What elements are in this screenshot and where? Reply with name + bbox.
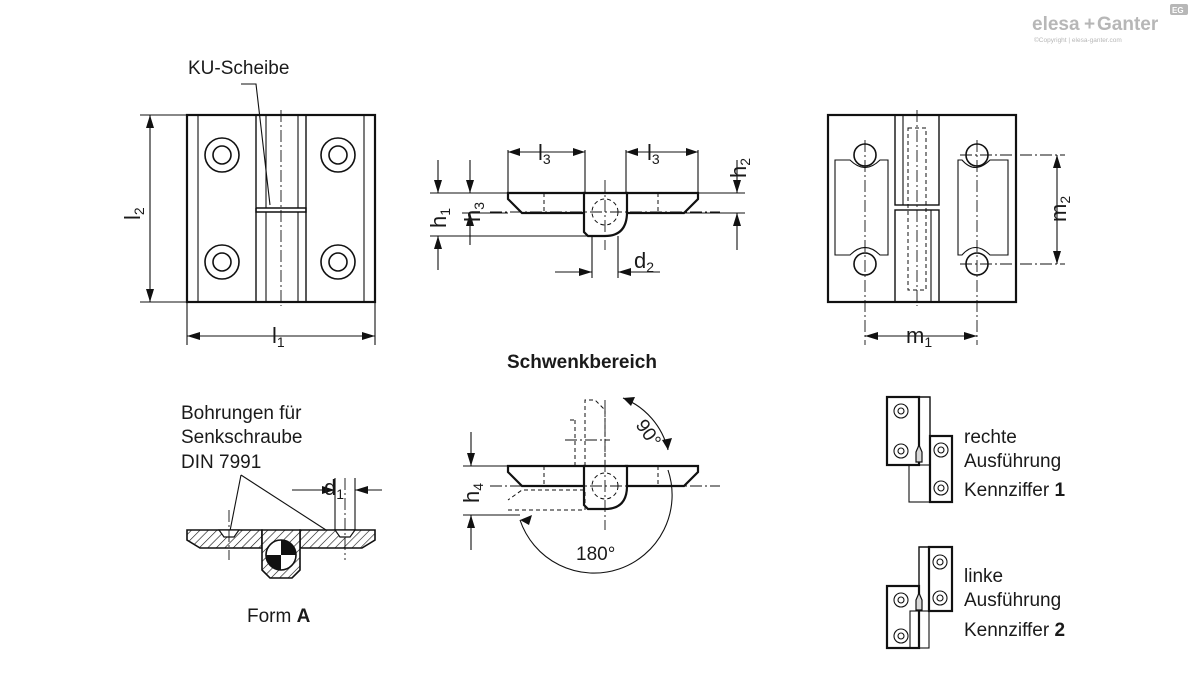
version-right-line2: Ausführung bbox=[964, 451, 1061, 472]
mounting-hole bbox=[204, 244, 240, 280]
version-right-code: Kennziffer 1 bbox=[964, 480, 1065, 501]
dimension-h3: h3 bbox=[460, 202, 487, 222]
logo-text-plus: + bbox=[1084, 14, 1095, 35]
dimension-h2: h2 bbox=[726, 158, 753, 178]
version-right-hand: rechte Ausführung Kennziffer 1 bbox=[885, 395, 1065, 504]
front-view: KU-Scheibe l2 l1 bbox=[120, 58, 377, 350]
dimension-d2: d2 bbox=[634, 248, 654, 275]
rear-view: m2 m1 bbox=[826, 110, 1073, 350]
dimension-h1: h1 bbox=[426, 208, 453, 228]
angle-90-label: 90° bbox=[631, 416, 665, 452]
dimension-l1: l1 bbox=[272, 323, 285, 350]
schwenkbereich-title: Schwenkbereich bbox=[507, 352, 657, 373]
mounting-hole bbox=[204, 137, 240, 173]
bohrungen-label-line2: Senkschraube bbox=[181, 427, 302, 448]
dimension-h4: h4 bbox=[459, 483, 486, 503]
logo-text-ganter: Ganter bbox=[1097, 14, 1159, 35]
logo-text-elesa: elesa bbox=[1032, 14, 1080, 35]
copyright-text: ©Copyright | elesa-ganter.com bbox=[1034, 36, 1122, 44]
version-right-leaf-upper bbox=[885, 395, 921, 467]
version-left-line2: Ausführung bbox=[964, 590, 1061, 611]
mounting-hole bbox=[320, 244, 356, 280]
bohrungen-label-line1: Bohrungen für bbox=[181, 403, 302, 424]
angle-180-label: 180° bbox=[576, 544, 615, 565]
dimension-l3-right: l3 bbox=[647, 140, 660, 167]
dimension-l2: l2 bbox=[120, 207, 147, 220]
bohrungen-label-line3: DIN 7991 bbox=[181, 452, 261, 473]
section-view-form-a: Bohrungen für Senkschraube DIN 7991 d1 F… bbox=[181, 403, 382, 627]
dimension-m1: m1 bbox=[906, 323, 932, 350]
side-view: l3 l3 h1 h3 h2 bbox=[426, 140, 753, 278]
swivel-range-view: Schwenkbereich 90° 180° h4 bbox=[459, 352, 720, 574]
version-left-line1: linke bbox=[964, 566, 1003, 587]
mounting-hole bbox=[320, 137, 356, 173]
version-right-line1: rechte bbox=[964, 427, 1017, 448]
version-right-leaf-lower bbox=[928, 434, 954, 504]
pin-icon bbox=[915, 591, 923, 611]
logo-badge-text: EG bbox=[1172, 6, 1184, 15]
ku-scheibe-label: KU-Scheibe bbox=[188, 58, 289, 79]
logo-badge-shape bbox=[1170, 4, 1188, 15]
dimension-d1: d1 bbox=[324, 475, 344, 502]
hinge-outline-rear bbox=[826, 113, 1018, 304]
version-left-hand: linke Ausführung Kennziffer 2 bbox=[885, 545, 1065, 650]
dimension-m2: m2 bbox=[1046, 196, 1073, 222]
version-left-code: Kennziffer 2 bbox=[964, 620, 1065, 641]
dimension-l3-left: l3 bbox=[538, 140, 551, 167]
brand-logo: elesa + Ganter EG ©Copyright | elesa-gan… bbox=[1032, 4, 1188, 44]
pin-icon bbox=[915, 443, 923, 463]
form-a-label: Form A bbox=[247, 606, 311, 627]
